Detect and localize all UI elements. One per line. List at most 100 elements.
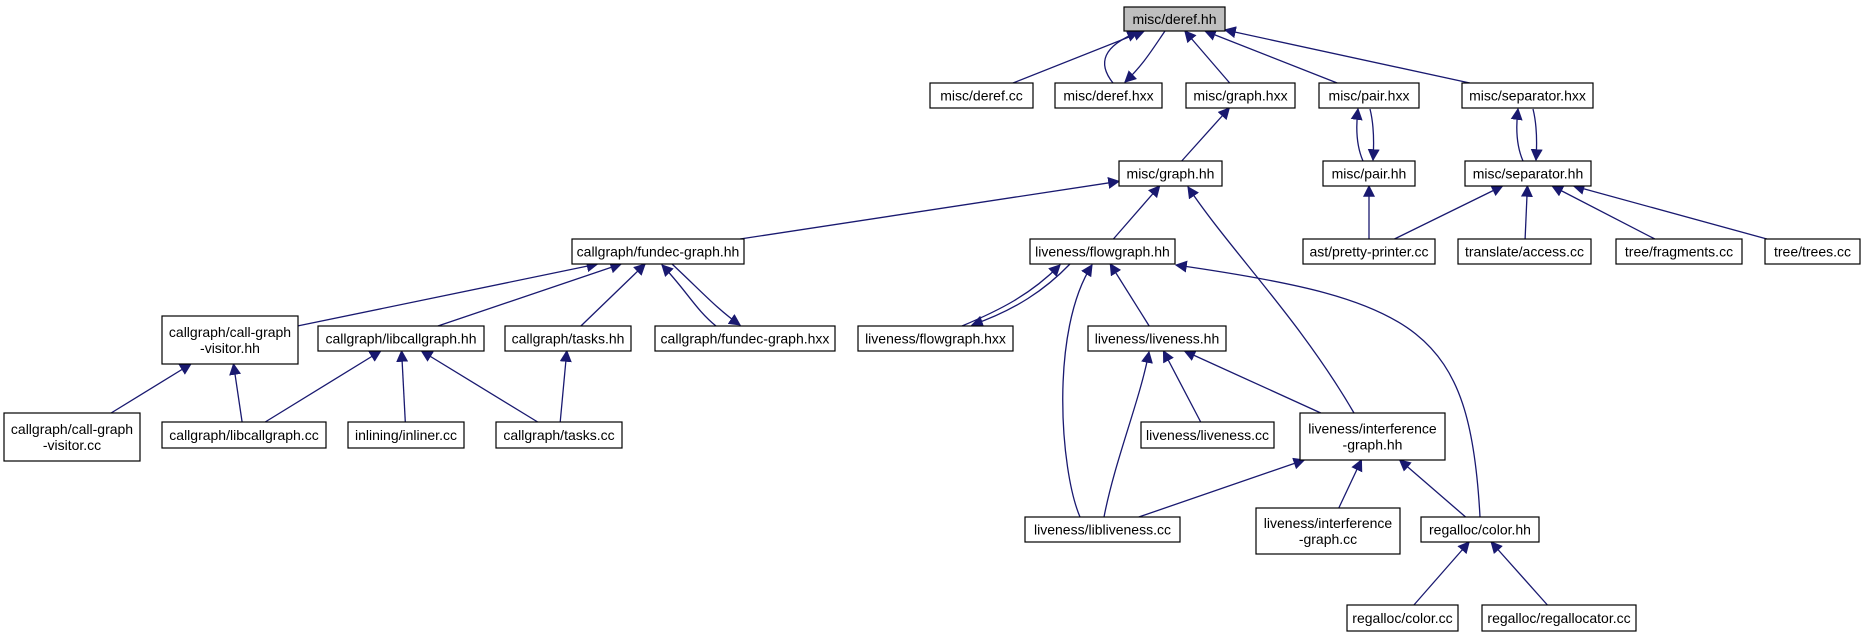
node-label: liveness/interference <box>1264 515 1393 531</box>
edge-flowgraph-hh-to-flowgraph-hxx <box>970 263 1071 328</box>
edge-liveness-hh-to-flowgraph-hh <box>1109 262 1150 327</box>
node-box <box>1255 507 1401 555</box>
node-label: misc/graph.hh <box>1127 166 1215 182</box>
node-label: ast/pretty-printer.cc <box>1309 244 1428 260</box>
node-box <box>1461 82 1594 109</box>
node-tasks-cc[interactable]: callgraph/tasks.cc <box>495 421 623 449</box>
edge-trees-cc-to-separator-hh <box>1572 183 1768 240</box>
node-inliner-cc[interactable]: inlining/inliner.cc <box>347 421 465 449</box>
node-deref-hh[interactable]: misc/deref.hh <box>1123 6 1226 32</box>
node-label: callgraph/libcallgraph.cc <box>169 427 318 443</box>
edge-call-graph-visitor-cc-to-call-graph-visitor-hh <box>110 363 192 414</box>
edge-color-cc-to-color-hh <box>1413 541 1470 606</box>
node-tasks-hh[interactable]: callgraph/tasks.hh <box>504 325 632 352</box>
node-call-graph-visitor-cc[interactable]: callgraph/call-graph-visitor.cc <box>3 412 141 462</box>
node-label: callgraph/tasks.cc <box>503 427 614 443</box>
node-box <box>1420 516 1540 543</box>
node-box <box>161 421 327 449</box>
edge-separator-hxx-to-deref-hh <box>1223 26 1470 84</box>
node-label: liveness/liveness.cc <box>1146 427 1269 443</box>
node-interference-graph-cc[interactable]: liveness/interference-graph.cc <box>1255 507 1401 555</box>
edge-call-graph-visitor-hh-to-fundec-graph-hh <box>297 260 599 327</box>
node-graph-hxx[interactable]: misc/graph.hxx <box>1185 82 1296 109</box>
node-libliveness-cc[interactable]: liveness/libliveness.cc <box>1024 516 1181 543</box>
node-box <box>1302 238 1436 265</box>
node-box <box>1054 82 1163 109</box>
node-label: liveness/flowgraph.hh <box>1035 244 1170 260</box>
node-box <box>1185 82 1296 109</box>
node-box <box>1346 604 1459 632</box>
edge-separator-hh-to-separator-hxx <box>1510 107 1524 162</box>
edge-libliveness-cc-to-flowgraph-hh <box>1062 263 1093 518</box>
node-color-cc[interactable]: regalloc/color.cc <box>1346 604 1459 632</box>
node-label: callgraph/call-graph <box>169 324 291 340</box>
node-box <box>495 421 623 449</box>
node-liveness-cc[interactable]: liveness/liveness.cc <box>1140 421 1275 449</box>
edge-deref-hh-to-deref-hxx <box>1124 30 1166 83</box>
node-fragments-cc[interactable]: tree/fragments.cc <box>1615 238 1743 265</box>
node-label: misc/pair.hxx <box>1329 88 1410 104</box>
node-pretty-printer-cc[interactable]: ast/pretty-printer.cc <box>1302 238 1436 265</box>
node-label: liveness/libliveness.cc <box>1034 522 1171 538</box>
node-box <box>504 325 632 352</box>
node-libcallgraph-cc[interactable]: callgraph/libcallgraph.cc <box>161 421 327 449</box>
node-deref-hxx[interactable]: misc/deref.hxx <box>1054 82 1163 109</box>
node-label: misc/separator.hxx <box>1469 88 1586 104</box>
node-box <box>1318 82 1420 109</box>
edge-pair-hxx-to-deref-hh <box>1203 29 1338 84</box>
node-flowgraph-hh[interactable]: liveness/flowgraph.hh <box>1029 238 1176 265</box>
edge-flowgraph-hxx-to-flowgraph-hh <box>961 264 1061 327</box>
node-label: misc/deref.hxx <box>1063 88 1153 104</box>
edge-tasks-cc-to-tasks-hh <box>559 349 572 423</box>
node-box <box>1299 412 1446 461</box>
edge-graph-hxx-to-deref-hh <box>1184 30 1231 84</box>
edge-separator-hxx-to-separator-hh <box>1530 108 1543 162</box>
node-color-hh[interactable]: regalloc/color.hh <box>1420 516 1540 543</box>
node-box <box>3 412 141 462</box>
node-box <box>1118 160 1223 187</box>
edge-libcallgraph-cc-to-call-graph-visitor-hh <box>229 362 243 423</box>
node-libcallgraph-hh[interactable]: callgraph/libcallgraph.hh <box>317 325 485 352</box>
node-label: callgraph/libcallgraph.hh <box>326 331 477 347</box>
edge-libcallgraph-cc-to-libcallgraph-hh <box>264 350 382 423</box>
node-box <box>1087 325 1227 352</box>
node-box <box>1457 238 1592 265</box>
node-graph-hh[interactable]: misc/graph.hh <box>1118 160 1223 187</box>
node-separator-hh[interactable]: misc/separator.hh <box>1464 160 1592 187</box>
edge-libliveness-cc-to-liveness-hh <box>1103 350 1153 518</box>
node-label: callgraph/call-graph <box>11 421 133 437</box>
node-label: liveness/interference <box>1308 421 1437 437</box>
node-box <box>1029 238 1176 265</box>
edge-interference-graph-cc-to-interference-graph-hh <box>1338 458 1363 509</box>
node-label: misc/graph.hxx <box>1193 88 1287 104</box>
node-pair-hh[interactable]: misc/pair.hh <box>1322 160 1416 187</box>
node-interference-graph-hh[interactable]: liveness/interference-graph.hh <box>1299 412 1446 461</box>
node-fundec-graph-hh[interactable]: callgraph/fundec-graph.hh <box>571 238 745 265</box>
node-regallocator-cc[interactable]: regalloc/regallocator.cc <box>1481 604 1637 632</box>
edge-regallocator-cc-to-color-hh <box>1490 541 1548 606</box>
edge-tasks-hh-to-fundec-graph-hh <box>580 263 646 327</box>
node-fundec-graph-hxx[interactable]: callgraph/fundec-graph.hxx <box>654 325 836 352</box>
node-pair-hxx[interactable]: misc/pair.hxx <box>1318 82 1420 109</box>
node-flowgraph-hxx[interactable]: liveness/flowgraph.hxx <box>857 325 1014 352</box>
node-access-cc[interactable]: translate/access.cc <box>1457 238 1592 265</box>
node-label: misc/pair.hh <box>1332 166 1407 182</box>
edge-interference-graph-hh-to-graph-hh <box>1187 186 1355 414</box>
node-liveness-hh[interactable]: liveness/liveness.hh <box>1087 325 1227 352</box>
node-deref-cc[interactable]: misc/deref.cc <box>929 82 1034 109</box>
node-trees-cc[interactable]: tree/trees.cc <box>1764 238 1861 265</box>
node-call-graph-visitor-hh[interactable]: callgraph/call-graph-visitor.hh <box>161 315 299 365</box>
node-label: misc/deref.hh <box>1132 11 1216 27</box>
node-box <box>929 82 1034 109</box>
node-box <box>1615 238 1743 265</box>
node-label: tree/trees.cc <box>1774 244 1851 260</box>
node-label: callgraph/fundec-graph.hxx <box>661 331 830 347</box>
edge-color-hh-to-flowgraph-hh <box>1174 260 1481 518</box>
edge-libcallgraph-hh-to-fundec-graph-hh <box>437 261 623 327</box>
node-separator-hxx[interactable]: misc/separator.hxx <box>1461 82 1594 109</box>
edge-flowgraph-hh-to-graph-hh <box>1112 185 1161 240</box>
node-box <box>571 238 745 265</box>
edge-pair-hh-to-pair-hxx <box>1350 107 1364 162</box>
node-box <box>1481 604 1637 632</box>
